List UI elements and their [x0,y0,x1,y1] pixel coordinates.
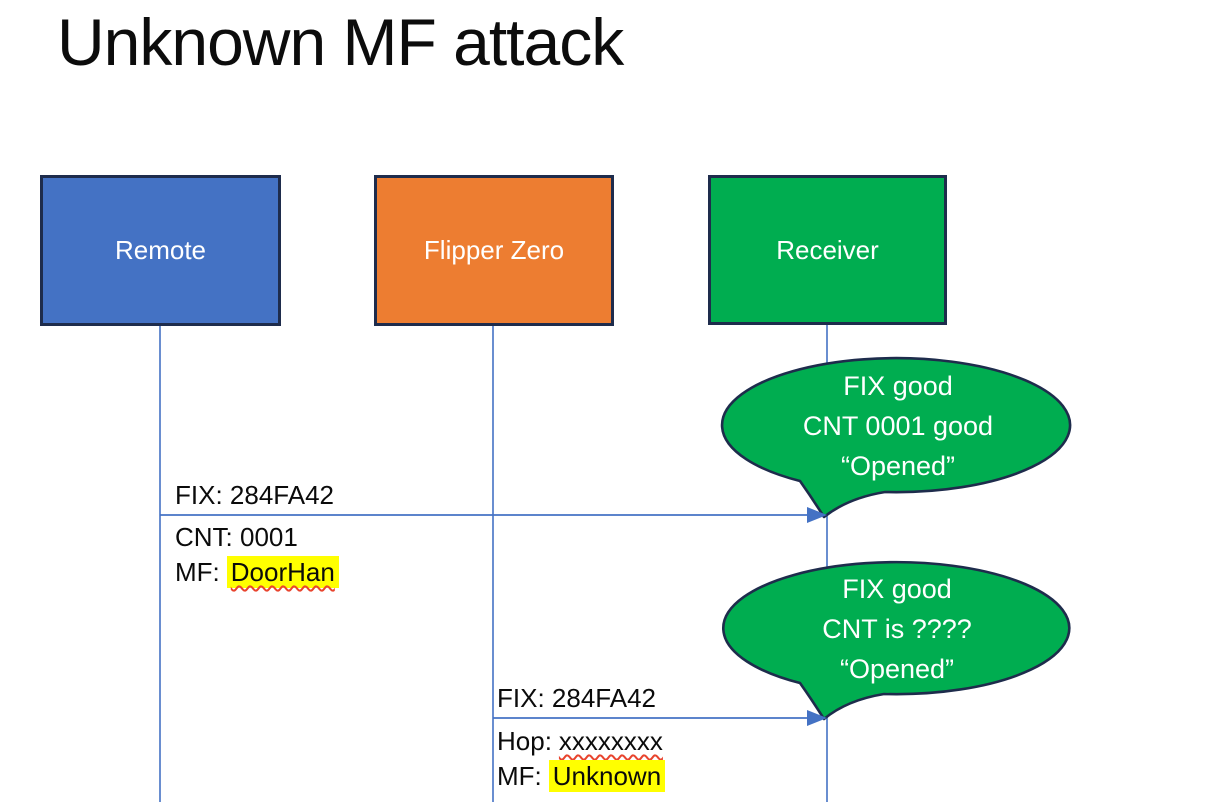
bubble2-line2: CNT is ???? [822,614,972,644]
message2-mf-value-highlighted: Unknown [548,760,666,792]
message1-fix-text: FIX: 284FA42 [175,480,334,510]
message1-mf-value-highlighted: DoorHan [226,556,339,588]
bubble2-line1: FIX good [842,574,952,604]
actor-label-flipper-zero: Flipper Zero [423,235,565,265]
actor-label-receiver: Receiver [776,234,879,265]
message1-mf-label: MF: [175,557,220,587]
bubble1-line1: FIX good [843,371,953,401]
message2-fix-line: FIX: 284FA42 [497,683,656,713]
bubble1-line3: “Opened” [840,451,956,481]
message2-hop-line: Hop:xxxxxxxx [497,726,663,756]
actor-box-flipper-zero: Flipper Zero [374,175,614,326]
arrowhead-1 [807,507,827,523]
message2-fix-text: FIX: 284FA42 [497,683,656,713]
message2-hop-value-misspelled: xxxxxxxx [558,726,663,756]
actor-box-receiver: Receiver [708,175,947,325]
bubble1-line2: CNT 0001 good [802,411,994,441]
bubble2-line3: “Opened” [839,654,955,684]
slide-title: Unknown MF attack [57,5,624,79]
message2-mf-line: MF:Unknown [497,760,666,792]
actor-label-remote: Remote [114,235,207,265]
message2-mf-label: MF: [497,761,542,791]
message1-fix-line: FIX: 284FA42 [175,480,334,510]
speech-bubble-2 [722,560,1071,721]
actor-box-remote: Remote [40,175,281,326]
arrowhead-2 [807,710,827,726]
bubble2-text: FIX good CNT is ???? “Opened” [725,569,1069,689]
message1-cnt-line: CNT: 0001 [175,522,298,552]
bubble1-text: FIX good CNT 0001 good “Opened” [726,366,1070,486]
message1-mf-line: MF:DoorHan [175,556,339,588]
message2-hop-label: Hop: [497,726,552,756]
speech-bubble-1 [720,356,1072,519]
message1-cnt-text: CNT: 0001 [175,522,298,552]
